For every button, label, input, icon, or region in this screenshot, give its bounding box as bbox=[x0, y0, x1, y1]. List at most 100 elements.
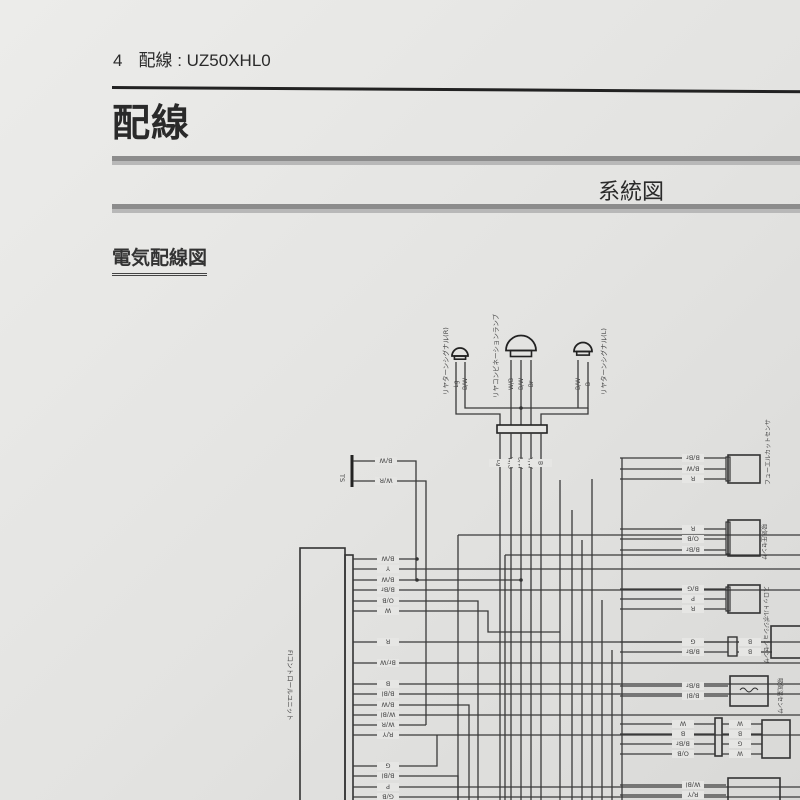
wire-label: B/Bl bbox=[686, 692, 699, 700]
ecu-wire-label: B/Bl bbox=[381, 690, 394, 698]
label-bg bbox=[682, 595, 704, 603]
connector-side-label: W bbox=[737, 720, 743, 727]
label-bg bbox=[377, 680, 399, 688]
label-bg bbox=[682, 454, 704, 462]
label-bg bbox=[377, 638, 399, 646]
sensor-wire-label: B/W bbox=[686, 465, 700, 473]
sensor-wire-label: B/G bbox=[687, 585, 699, 593]
harness-connector bbox=[496, 424, 548, 434]
thermistor-icon bbox=[739, 687, 759, 693]
label-bg bbox=[377, 721, 399, 729]
bulb-wire-label: B/W bbox=[575, 378, 582, 390]
harness-wire-label: Lg bbox=[496, 459, 503, 466]
rear-signal-r-label: リヤターンシグナル(R) bbox=[441, 327, 450, 395]
intake-pressure-sensor-label: 吸気圧センサ bbox=[760, 524, 768, 560]
ts-wire-bw bbox=[353, 460, 417, 580]
wire-label: R/Y bbox=[688, 791, 699, 799]
label-bg bbox=[377, 793, 399, 800]
rear-combination-lamp-bulb-base bbox=[509, 349, 533, 358]
wire-bw-common bbox=[464, 362, 589, 409]
label-bg bbox=[682, 648, 704, 656]
bulb-wire-label: B/W bbox=[518, 378, 525, 390]
label-bg bbox=[377, 762, 399, 770]
coil-component bbox=[770, 625, 800, 659]
ecu-wire-label: Y bbox=[386, 565, 391, 573]
label-bg bbox=[375, 477, 397, 485]
wire-label: B bbox=[681, 730, 685, 738]
label-bg bbox=[682, 525, 704, 533]
junction-dot bbox=[519, 406, 523, 410]
sensor-wire-label: P bbox=[691, 595, 695, 603]
fi-control-unit-connector bbox=[344, 554, 354, 800]
label-bg bbox=[377, 772, 399, 780]
label-bg bbox=[682, 682, 704, 690]
fi-control-unit bbox=[299, 547, 346, 800]
label-bg bbox=[682, 585, 704, 593]
junction-dot bbox=[415, 578, 419, 582]
connector-side-label: B bbox=[738, 730, 742, 737]
rear-signal-r-bulb-base bbox=[453, 355, 467, 361]
fuel-cut-sensor-label: フューエルカットセンサ bbox=[765, 419, 772, 485]
ecu-wire-label: B/W bbox=[381, 576, 395, 584]
ecu-wire-label: W/Bl bbox=[380, 711, 395, 719]
wire-lg bbox=[455, 362, 501, 425]
rear-signal-l-bulb-base bbox=[575, 350, 591, 356]
bottom-component bbox=[727, 777, 781, 800]
ecu-wire-label: B bbox=[386, 680, 390, 688]
ecu-wire bbox=[353, 610, 560, 633]
sensor-wire-label: R bbox=[690, 525, 695, 533]
intake-temp-sensor-label: 吸気温センサ bbox=[776, 678, 784, 714]
label-bg bbox=[377, 711, 399, 719]
multi-connector bbox=[714, 717, 723, 757]
label-bg bbox=[377, 576, 399, 584]
ecu-wire bbox=[353, 704, 470, 800]
rear-signal-l-bulb bbox=[573, 341, 593, 353]
label-bg bbox=[377, 659, 399, 667]
label-bg bbox=[672, 730, 694, 738]
label-bg bbox=[377, 586, 399, 594]
sensor-wire-label: B/Br bbox=[686, 454, 700, 462]
label-bg bbox=[377, 597, 399, 605]
rear-signal-l-label: リヤターンシグナル(L) bbox=[599, 328, 608, 395]
wire-label: B/Br bbox=[686, 682, 700, 690]
label-bg bbox=[682, 546, 704, 554]
ecu-wire-label: O/B bbox=[382, 597, 394, 605]
label-bg bbox=[729, 720, 751, 728]
ecu-wire-label: G bbox=[385, 762, 390, 770]
connector-side-label: W bbox=[737, 750, 743, 757]
ecu-wire-label: R/Y bbox=[383, 731, 394, 739]
label-bg bbox=[682, 692, 704, 700]
wire-label: B/Br bbox=[686, 648, 700, 656]
throttle-position-sensor bbox=[727, 584, 761, 614]
ecu-wire-label: W/R bbox=[381, 721, 395, 729]
ecu-wire-label: P bbox=[386, 783, 390, 791]
subsection-title: 電気配線図 bbox=[112, 243, 208, 276]
label-bg bbox=[729, 740, 751, 748]
label-bg bbox=[729, 750, 751, 758]
label-bg bbox=[739, 638, 761, 646]
label-bg bbox=[682, 535, 704, 543]
label-bg bbox=[729, 730, 751, 738]
label-bg bbox=[682, 605, 704, 613]
ecu-wire-label: B/Br bbox=[381, 586, 395, 594]
ecu-wire-label: Br/W bbox=[380, 659, 396, 667]
connector-side-label: G bbox=[737, 740, 742, 747]
rear-combination-lamp-label: リヤコンビネーションランプ bbox=[491, 313, 500, 398]
wire-label: W/R bbox=[379, 477, 393, 485]
bulb-wire-label: B/W bbox=[462, 378, 469, 390]
coil-connector bbox=[727, 636, 738, 657]
running-title: 配線 : UZ50XHL0 bbox=[138, 51, 271, 70]
label-bg bbox=[672, 740, 694, 748]
ecu-wire-label: W bbox=[384, 607, 391, 615]
coil-side-label: B bbox=[748, 638, 752, 645]
label-bg bbox=[672, 720, 694, 728]
intake-pressure-sensor-connector bbox=[725, 521, 731, 555]
sensor-wire-label: R bbox=[690, 605, 695, 613]
sensor-wire-label: O/B bbox=[687, 535, 699, 543]
rear-combination-lamp-bulb bbox=[505, 334, 537, 352]
ecu-wire-label: R bbox=[385, 638, 390, 646]
rear-signal-r-bulb bbox=[451, 347, 469, 357]
ecu-wire-label: G/B bbox=[382, 793, 394, 800]
